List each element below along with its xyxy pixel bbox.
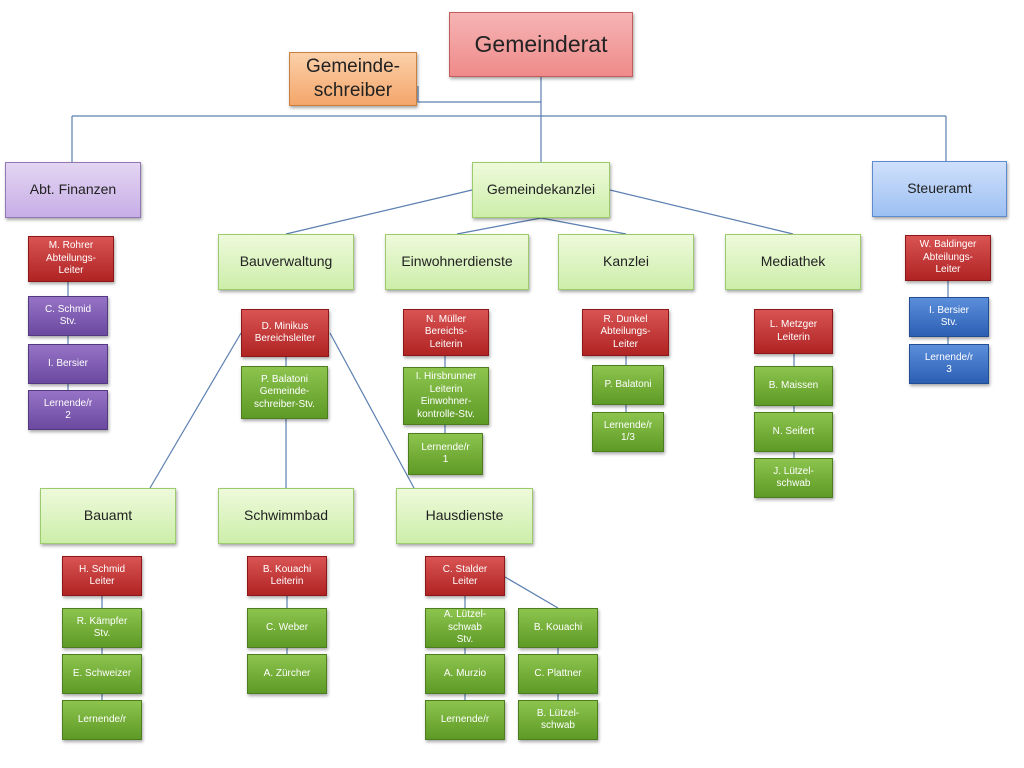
person-w-baldinger: W. Baldinger Abteilungs- Leiter — [905, 235, 991, 281]
node-gemeindekanzlei: Gemeindekanzlei — [472, 162, 610, 218]
person-p-balatoni: P. Balatoni — [592, 365, 664, 405]
person-b-luetzelschwab: B. Lützel- schwab — [518, 700, 598, 740]
node-abt-finanzen: Abt. Finanzen — [5, 162, 141, 218]
node-einwohnerdienste: Einwohnerdienste — [385, 234, 529, 290]
node-mediathek: Mediathek — [725, 234, 861, 290]
person-a-murzio: A. Murzio — [425, 654, 505, 694]
person-h-schmid: H. Schmid Leiter — [62, 556, 142, 596]
person-lernende-kanzlei: Lernende/r 1/3 — [592, 412, 664, 452]
person-d-minikus: D. Minikus Bereichsleiter — [241, 309, 329, 357]
person-c-schmid: C. Schmid Stv. — [28, 296, 108, 336]
node-gemeindeschreiber: Gemeinde- schreiber — [289, 52, 417, 106]
person-r-kaempfer: R. Kämpfer Stv. — [62, 608, 142, 648]
person-e-schweizer: E. Schweizer — [62, 654, 142, 694]
person-lernende-einwohner: Lernende/r 1 — [408, 433, 483, 475]
person-m-rohrer: M. Rohrer Abteilungs- Leiter — [28, 236, 114, 282]
person-j-luetzelschwab: J. Lützel- schwab — [754, 458, 833, 498]
node-gemeinderat: Gemeinderat — [449, 12, 633, 77]
node-kanzlei: Kanzlei — [558, 234, 694, 290]
person-c-plattner: C. Plattner — [518, 654, 598, 694]
person-b-kouachi-leiterin: B. Kouachi Leiterin — [247, 556, 327, 596]
node-hausdienste: Hausdienste — [396, 488, 533, 544]
person-lernende-hausdienste: Lernende/r — [425, 700, 505, 740]
person-b-kouachi: B. Kouachi — [518, 608, 598, 648]
node-bauverwaltung: Bauverwaltung — [218, 234, 354, 290]
person-b-maissen: B. Maissen — [754, 366, 833, 406]
person-lernende-finanzen: Lernende/r 2 — [28, 390, 108, 430]
person-i-hirsbrunner: I. Hirsbrunner Leiterin Einwohner- kontr… — [403, 367, 489, 425]
person-lernende-bauamt: Lernende/r — [62, 700, 142, 740]
person-i-bersier: I. Bersier — [28, 344, 108, 384]
person-a-zuercher: A. Zürcher — [247, 654, 327, 694]
person-lernende-steueramt: Lernende/r 3 — [909, 344, 989, 384]
node-steueramt: Steueramt — [872, 161, 1007, 217]
person-l-metzger: L. Metzger Leiterin — [754, 309, 833, 354]
person-r-dunkel: R. Dunkel Abteilungs- Leiter — [582, 309, 669, 356]
person-n-seifert: N. Seifert — [754, 412, 833, 452]
node-bauamt: Bauamt — [40, 488, 176, 544]
person-p-balatoni-stv: P. Balatoni Gemeinde- schreiber-Stv. — [241, 366, 328, 419]
node-schwimmbad: Schwimmbad — [218, 488, 354, 544]
person-c-weber: C. Weber — [247, 608, 327, 648]
person-a-luetzelschwab: A. Lützel- schwab Stv. — [425, 608, 505, 648]
person-n-mueller: N. Müller Bereichs- Leiterin — [403, 309, 489, 356]
person-i-bersier-stv: I. Bersier Stv. — [909, 297, 989, 337]
person-c-stalder: C. Stalder Leiter — [425, 556, 505, 596]
